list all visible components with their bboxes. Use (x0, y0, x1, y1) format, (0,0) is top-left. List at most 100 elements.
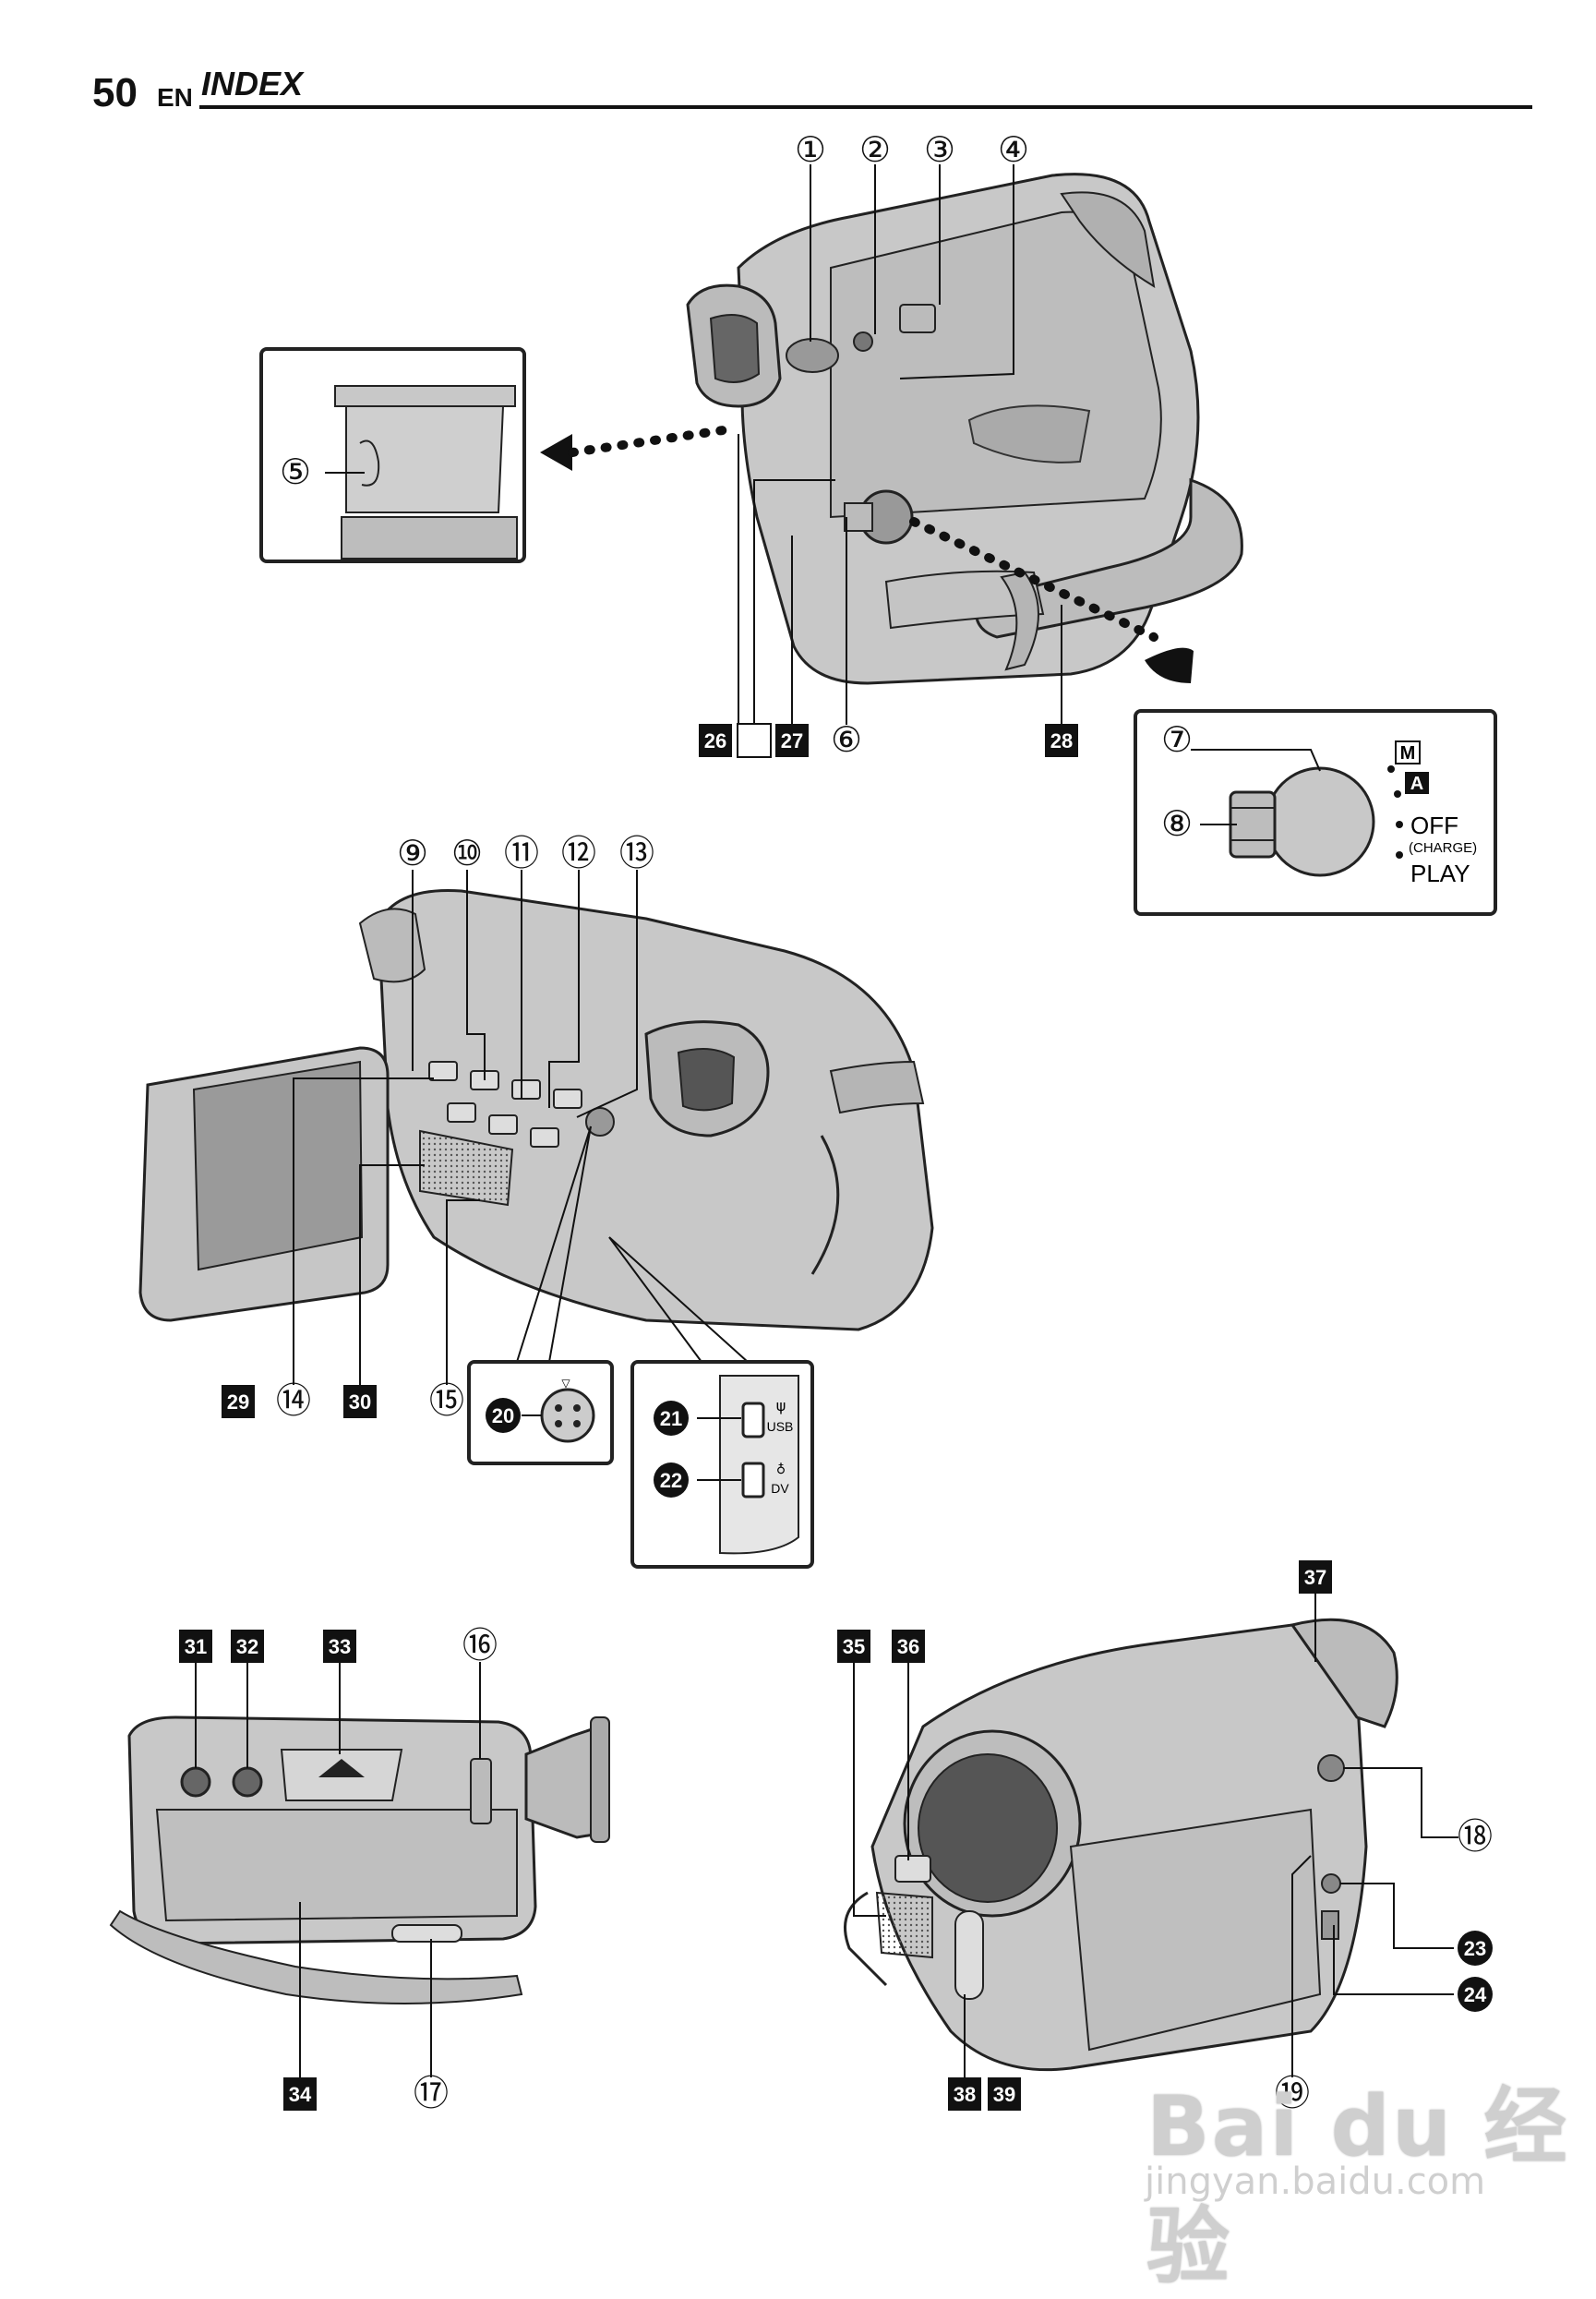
camcorder-top-view (686, 173, 1243, 685)
svg-text:37: 37 (1304, 1566, 1326, 1589)
callout-boxed-21: 21 (654, 1401, 689, 1436)
svg-text:24: 24 (1464, 1983, 1487, 2006)
callout-boxed-32: 32 (231, 1630, 264, 1663)
svg-text:28: 28 (1050, 729, 1073, 752)
callout-boxed-25: 25 (737, 723, 772, 758)
callout-boxed-24: 24 (1458, 1977, 1493, 2012)
svg-text:⑤: ⑤ (280, 451, 311, 492)
svg-text:20: 20 (492, 1404, 514, 1427)
callout-circled-15: ⑮ (429, 1380, 464, 1421)
callout-circled-12: ⑫ (561, 833, 596, 873)
svg-text:⑰: ⑰ (414, 2073, 449, 2113)
svg-text:▽: ▽ (561, 1377, 570, 1390)
callout-circled-3: ③ (924, 129, 955, 170)
svg-text:⑯: ⑯ (462, 1625, 498, 1666)
svg-text:29: 29 (227, 1390, 249, 1414)
svg-text:26: 26 (704, 729, 726, 752)
svg-text:38: 38 (954, 2083, 976, 2106)
svg-text:⑱: ⑱ (1458, 1816, 1493, 1857)
dotted-arrow-left (540, 425, 734, 471)
callout-boxed-35: 35 (837, 1630, 870, 1663)
callout-boxed-34: 34 (283, 2077, 317, 2111)
svg-text:⑬: ⑬ (619, 833, 654, 873)
callout-boxed-26: 26 (699, 724, 732, 757)
camcorder-front-view (844, 1618, 1398, 2072)
callout-boxed-37: 37 (1299, 1560, 1332, 1594)
callout-circled-14: ⑭ (276, 1380, 311, 1421)
svg-text:⑦: ⑦ (1161, 719, 1193, 760)
svg-text:③: ③ (924, 129, 955, 170)
page-number: 50 (92, 70, 138, 115)
svg-text:34: 34 (289, 2083, 312, 2106)
callout-circled-18: ⑱ (1458, 1816, 1493, 1857)
callout-circled-1: ① (795, 129, 826, 170)
svg-text:35: 35 (843, 1635, 865, 1658)
callout-circled-2: ② (859, 129, 891, 170)
callout-circled-10: ⑩ (451, 833, 483, 873)
svg-text:21: 21 (660, 1407, 682, 1430)
svg-text:25: 25 (743, 729, 765, 752)
leader-lines-fig1 (738, 164, 1062, 725)
dv-port-label: DV (771, 1481, 789, 1496)
svg-text:22: 22 (660, 1469, 682, 1492)
svg-text:27: 27 (781, 729, 803, 752)
header-rule (199, 105, 1532, 109)
page-header: 50 EN INDEX (92, 65, 1532, 120)
usb-dv-inset: USB DV ψ ♁ (630, 1360, 814, 1569)
camcorder-underside-view (109, 1715, 610, 2004)
mode-label-charge: (CHARGE) (1409, 840, 1477, 856)
leader-lines-fig2 (293, 870, 749, 1385)
svg-text:⑭: ⑭ (276, 1380, 311, 1421)
callout-circled-8: ⑧ (1161, 803, 1193, 844)
svg-text:33: 33 (329, 1635, 351, 1658)
callout-boxed-38: 38 (948, 2077, 981, 2111)
svg-text:ψ: ψ (776, 1397, 786, 1414)
svg-text:②: ② (859, 129, 891, 170)
usb-port-label: USB (767, 1419, 794, 1434)
svg-text:♁: ♁ (776, 1462, 786, 1477)
callout-circled-6: ⑥ (831, 719, 862, 760)
eyecup-detail-inset (259, 347, 526, 563)
callout-circled-11: ⑪ (504, 833, 539, 873)
svideo-jack-inset: ▽ (467, 1360, 614, 1465)
mode-label-off: OFF (1410, 812, 1458, 839)
callout-boxed-36: 36 (892, 1630, 925, 1663)
callout-circled-16: ⑯ (462, 1625, 498, 1666)
power-switch-inset: M A OFF (CHARGE) PLAY (1134, 709, 1497, 916)
callout-circled-17: ⑰ (414, 2073, 449, 2113)
svg-text:36: 36 (897, 1635, 919, 1658)
svg-text:⑨: ⑨ (397, 833, 428, 873)
camcorder-lcd-view (138, 888, 934, 1331)
callout-circled-9: ⑨ (397, 833, 428, 873)
svg-text:①: ① (795, 129, 826, 170)
leader-lines-fig3 (195, 1662, 481, 2077)
svg-text:⑲: ⑲ (1275, 2073, 1310, 2113)
svg-text:⑩: ⑩ (451, 833, 483, 873)
mode-label-auto: A (1410, 774, 1423, 794)
callout-circled-5: ⑤ (280, 451, 311, 492)
callout-boxed-31: 31 (179, 1630, 212, 1663)
leader-lines-fig4 (853, 1593, 1458, 2082)
svg-text:⑮: ⑮ (429, 1380, 464, 1421)
callout-circled-4: ④ (998, 129, 1029, 170)
mode-label-manual: M (1400, 743, 1416, 764)
callout-boxed-30: 30 (343, 1385, 377, 1418)
callout-circled-7: ⑦ (1161, 719, 1193, 760)
callout-boxed-22: 22 (654, 1462, 689, 1498)
callout-boxed-33: 33 (323, 1630, 356, 1663)
callout-circled-19: ⑲ (1275, 2073, 1310, 2113)
svg-text:31: 31 (185, 1635, 207, 1658)
mode-label-play: PLAY (1410, 860, 1470, 887)
dotted-arrow-right (909, 517, 1194, 683)
callout-boxed-27: 27 (775, 724, 809, 757)
watermark-url: jingyan.baidu.com (1145, 2161, 1486, 2203)
page-title: INDEX (201, 65, 304, 102)
svg-text:39: 39 (993, 2083, 1015, 2106)
svg-text:⑥: ⑥ (831, 719, 862, 760)
svg-text:30: 30 (349, 1390, 371, 1414)
callout-boxed-20: 20 (486, 1398, 521, 1433)
svg-text:⑧: ⑧ (1161, 803, 1193, 844)
callout-boxed-29: 29 (222, 1385, 255, 1418)
